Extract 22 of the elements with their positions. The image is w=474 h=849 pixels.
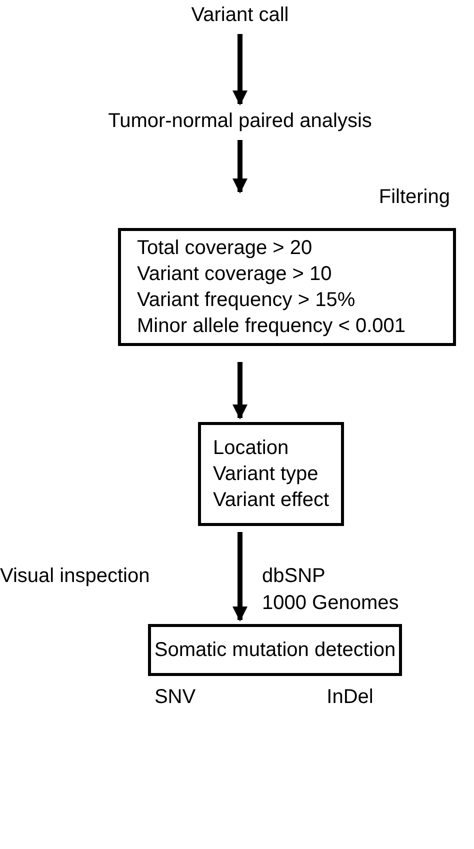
- box-text: Variant effect: [213, 488, 329, 513]
- criterion-text: Minor allele frequency < 0.001: [137, 314, 406, 339]
- type-label: InDel: [326, 685, 374, 710]
- criterion-text: Variant coverage > 10: [137, 262, 333, 287]
- box-text: Location: [213, 436, 289, 461]
- step-label: Variant call: [191, 2, 289, 28]
- arrow: [232, 34, 248, 106]
- section-heading: Filtering: [378, 185, 450, 210]
- criterion-text: Total coverage > 20: [137, 236, 314, 261]
- note-text: dbSNP: [262, 564, 326, 589]
- arrow: [232, 532, 248, 622]
- box-text: Somatic mutation detection: [154, 638, 396, 663]
- arrow: [232, 362, 248, 420]
- type-label: SNV: [154, 685, 196, 710]
- box-text: Variant type: [213, 462, 318, 487]
- arrow: [232, 140, 248, 194]
- process-box: [198, 422, 344, 526]
- step-label: Tumor-normal paired analysis: [108, 108, 372, 134]
- note-text: Visual inspection: [0, 564, 150, 589]
- criterion-text: Variant frequency > 15%: [137, 288, 356, 313]
- process-box: [148, 624, 402, 676]
- note-text: 1000 Genomes: [262, 591, 399, 616]
